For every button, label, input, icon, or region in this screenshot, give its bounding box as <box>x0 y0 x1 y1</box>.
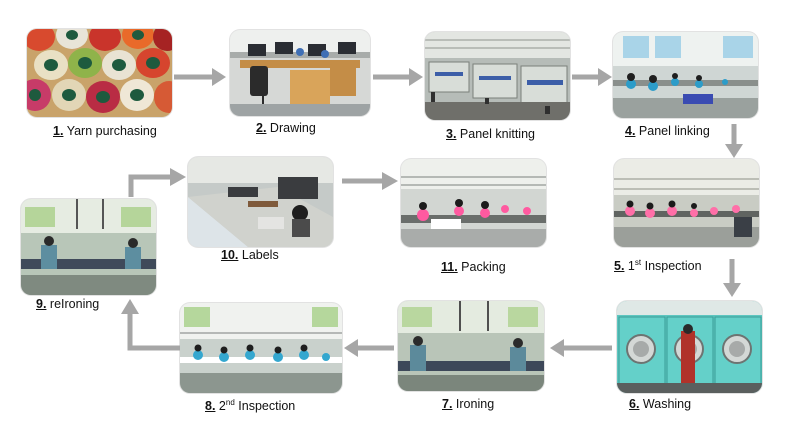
step-caption-6: 6. Washing <box>629 397 692 411</box>
packing-workshop-photo <box>401 159 546 247</box>
arrow-right-10-to-11 <box>342 172 398 190</box>
step-caption-8: 8. 2nd Inspection <box>205 398 296 414</box>
arrow-8-to-9-elbow <box>121 299 180 351</box>
knitting-machines-photo <box>425 32 570 120</box>
arrow-9-to-10-elbow <box>128 168 186 197</box>
step-caption-9: 9. reIroning <box>36 297 100 311</box>
step-caption-10: 10. Labels <box>221 248 279 262</box>
step-caption-2: 2. Drawing <box>256 121 316 135</box>
arrow-down-4-to-5 <box>725 124 743 158</box>
labels-sewing-photo <box>188 157 333 247</box>
arrow-right-3-to-4 <box>572 68 612 86</box>
yarn-cones-photo <box>27 29 172 117</box>
first-inspection-photo <box>614 159 759 247</box>
design-office-photo <box>230 30 370 116</box>
second-inspection-photo <box>180 303 342 393</box>
arrow-down-5-to-6 <box>723 259 741 297</box>
arrow-left-6-to-7 <box>550 339 612 357</box>
step-caption-4: 4. Panel linking <box>625 124 710 138</box>
step-caption-7: 7. Ironing <box>442 397 495 411</box>
step-caption-3: 3. Panel knitting <box>446 127 535 141</box>
arrow-left-7-to-8 <box>344 339 394 357</box>
reironing-photo <box>21 199 156 295</box>
arrow-right-2-to-3 <box>373 68 423 86</box>
arrow-right-1-to-2 <box>174 68 226 86</box>
step-caption-11: 11. Packing <box>441 260 506 274</box>
step-caption-1: 1. Yarn purchasing <box>53 124 157 138</box>
ironing-photo <box>398 301 544 391</box>
step-caption-5: 5. 1st Inspection <box>614 258 702 274</box>
washing-machines-photo <box>617 301 762 393</box>
linking-workshop-photo <box>613 32 758 118</box>
